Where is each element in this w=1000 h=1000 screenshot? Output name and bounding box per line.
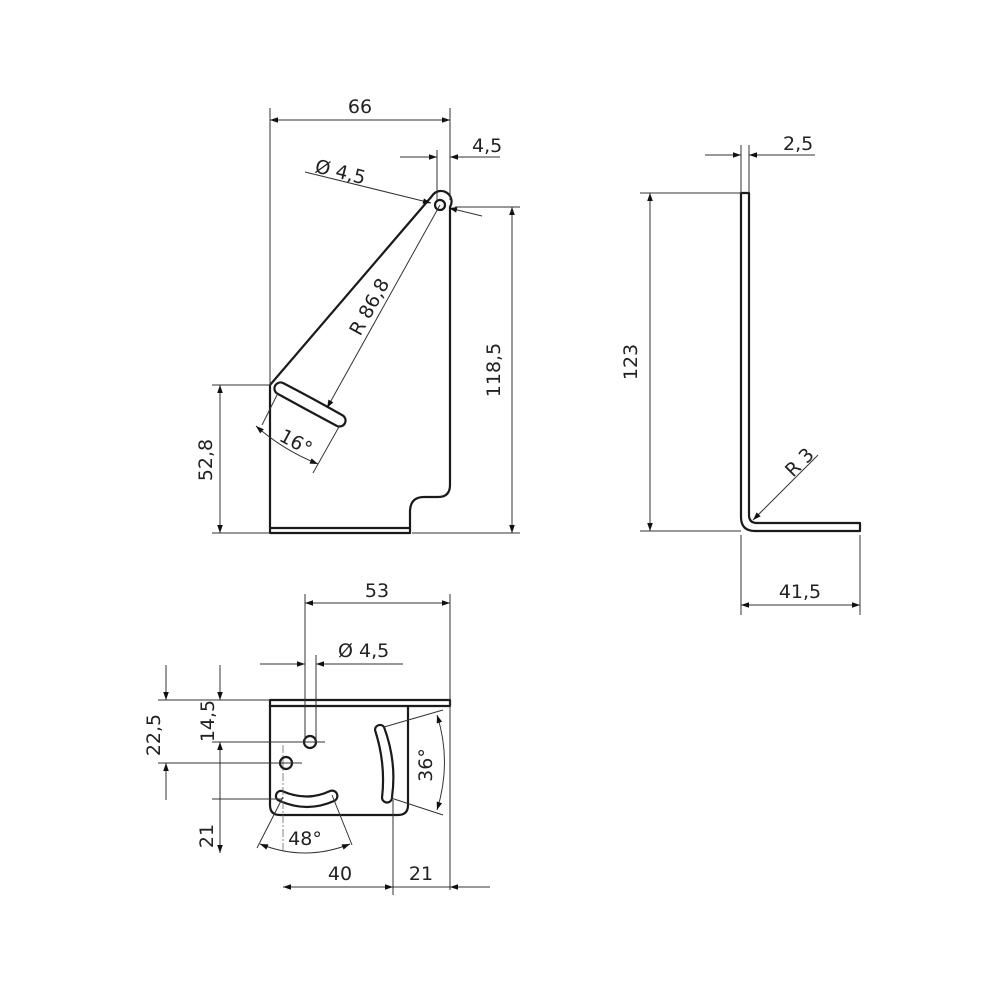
front-outline — [268, 189, 453, 535]
extension-line — [390, 797, 444, 816]
extension-line — [383, 709, 444, 728]
bottom-slot — [274, 789, 339, 809]
dim-slot-distance: 40 — [328, 863, 352, 885]
dim-hole-diameter: Ø 4,5 — [313, 156, 368, 190]
side-slot — [373, 723, 395, 804]
mount-hole — [433, 198, 447, 212]
bottom-outline — [268, 706, 410, 817]
flange-edge — [268, 698, 452, 708]
dim-slot-height: 52,8 — [195, 439, 217, 481]
angle-arc — [255, 425, 319, 465]
leader-line — [304, 171, 432, 204]
extension-line — [331, 794, 353, 846]
dim-bend-radius: R 3 — [781, 444, 819, 482]
extension-line — [261, 394, 278, 426]
leader-line — [448, 207, 483, 217]
dim-side-height: 123 — [620, 344, 642, 380]
dim-offset-14-5: 14,5 — [197, 700, 219, 742]
side-view: 2,5 123 R 3 41,5 — [620, 133, 862, 615]
dim-bottom-hole-diameter: Ø 4,5 — [338, 640, 389, 662]
dim-hole-offset: 4,5 — [472, 135, 502, 157]
dim-edge-distance: 21 — [409, 863, 433, 885]
dim-side-slot-angle: 36° — [415, 748, 437, 782]
side-outline — [739, 191, 862, 533]
dim-radius: R 86,8 — [345, 275, 394, 339]
dim-thickness: 2,5 — [783, 133, 813, 155]
front-view: 66 4,5 Ø 4,5 118,5 52,8 R 86,8 16° — [195, 96, 520, 535]
dim-offset-21: 21 — [196, 824, 218, 848]
radius-line — [326, 204, 441, 409]
dim-width: 66 — [348, 96, 372, 118]
leader-line — [752, 454, 819, 521]
dim-offset-22-5: 22,5 — [143, 714, 165, 756]
dim-flange-depth: 41,5 — [779, 581, 821, 603]
angle-arc — [259, 843, 351, 854]
bottom-view: 53 Ø 4,5 22,5 14,5 21 48° 36° 40 21 — [143, 580, 490, 895]
extension-line — [312, 424, 341, 474]
curved-slot — [273, 381, 347, 428]
dim-hole-span: 53 — [365, 580, 389, 602]
extension-line — [256, 796, 284, 849]
dim-bottom-slot-angle: 48° — [288, 828, 322, 850]
dim-height: 118,5 — [483, 343, 505, 397]
angle-arc — [436, 714, 445, 811]
dim-slot-angle: 16° — [276, 425, 316, 460]
